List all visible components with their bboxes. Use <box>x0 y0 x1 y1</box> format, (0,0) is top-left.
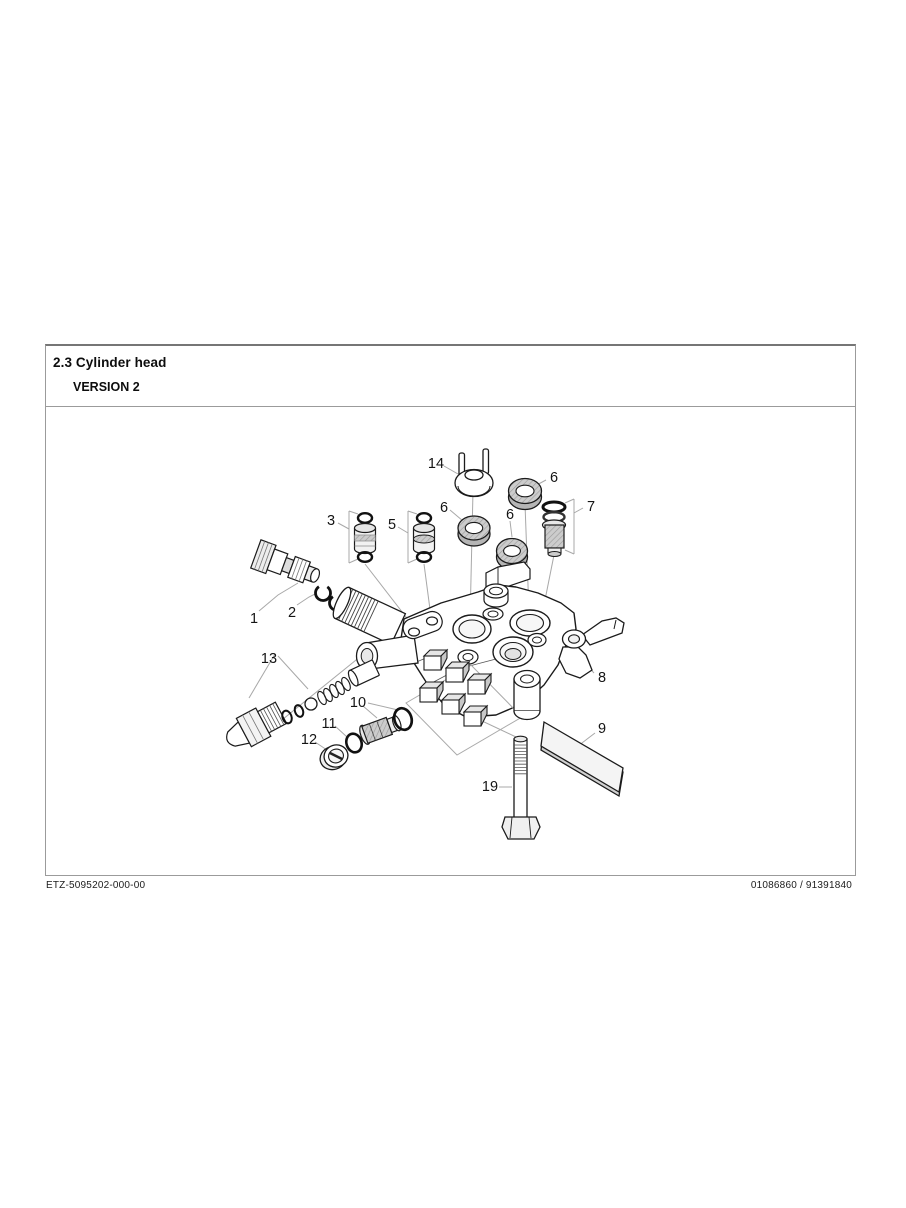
small-cylinder <box>513 669 541 721</box>
part-6-seal-ring-b <box>457 515 491 547</box>
callout-10: 10 <box>350 695 366 711</box>
part-10-o-ring <box>392 706 414 732</box>
part-8-bracket-arm <box>558 617 625 679</box>
part-12-plug <box>319 744 349 771</box>
section-title: 2.3 Cylinder head <box>53 355 167 370</box>
section-header: 2.3 Cylinder head VERSION 2 <box>46 346 855 407</box>
top-stub-bore <box>483 583 509 608</box>
part-3-valve-cartridge <box>353 511 377 563</box>
callout-7: 7 <box>587 499 595 515</box>
part-14-valve-cap <box>454 448 494 498</box>
threaded-port <box>332 586 407 646</box>
part-6-seal-ring-a <box>507 477 543 511</box>
callout-6-center: 6 <box>506 507 514 523</box>
valve-blocks <box>418 648 493 727</box>
callout-19: 19 <box>482 779 498 795</box>
spring <box>317 676 351 706</box>
page-footer: ETZ-5095202-000-00 01086860 / 91391840 <box>46 880 852 891</box>
callout-labels: 14 6 7 3 5 6 6 1 2 13 8 10 11 12 9 19 <box>250 456 606 795</box>
cylinder-head-exploded-view: 14 6 7 3 5 6 6 1 2 13 8 10 11 12 9 19 <box>226 448 625 840</box>
part-10-group <box>319 706 414 771</box>
callout-12: 12 <box>301 732 317 748</box>
callout-5: 5 <box>388 517 396 533</box>
callout-3: 3 <box>327 513 335 529</box>
order-numbers: 01086860 / 91391840 <box>750 880 852 891</box>
valve-seat-ear <box>402 610 443 640</box>
cylinder-bores <box>452 607 551 668</box>
callout-11: 11 <box>321 716 336 732</box>
document-number: ETZ-5095202-000-00 <box>46 880 146 891</box>
callout-6-top: 6 <box>550 470 558 486</box>
callout-8: 8 <box>598 670 606 686</box>
part-1-coupling <box>249 539 321 584</box>
callout-13: 13 <box>261 651 277 667</box>
part-19-hex-bolt <box>501 735 541 840</box>
callout-1: 1 <box>250 611 258 627</box>
valve-insert <box>359 714 402 745</box>
version-label: VERSION 2 <box>73 380 140 394</box>
part-7-valve-with-o-rings <box>541 500 567 557</box>
content-frame: 2.3 Cylinder head VERSION 2 <box>45 344 856 876</box>
callout-9: 9 <box>598 721 606 737</box>
part-11-o-ring <box>344 732 364 754</box>
part-9-plate <box>540 720 624 798</box>
exploded-diagram: 14 6 7 3 5 6 6 1 2 13 8 10 11 12 9 19 <box>46 407 855 873</box>
callout-6-left: 6 <box>440 500 448 516</box>
callout-14: 14 <box>428 456 444 472</box>
callout-2: 2 <box>288 605 296 621</box>
part-5-valve-cartridge <box>412 511 436 563</box>
part-13-unloader-assembly <box>226 659 380 748</box>
